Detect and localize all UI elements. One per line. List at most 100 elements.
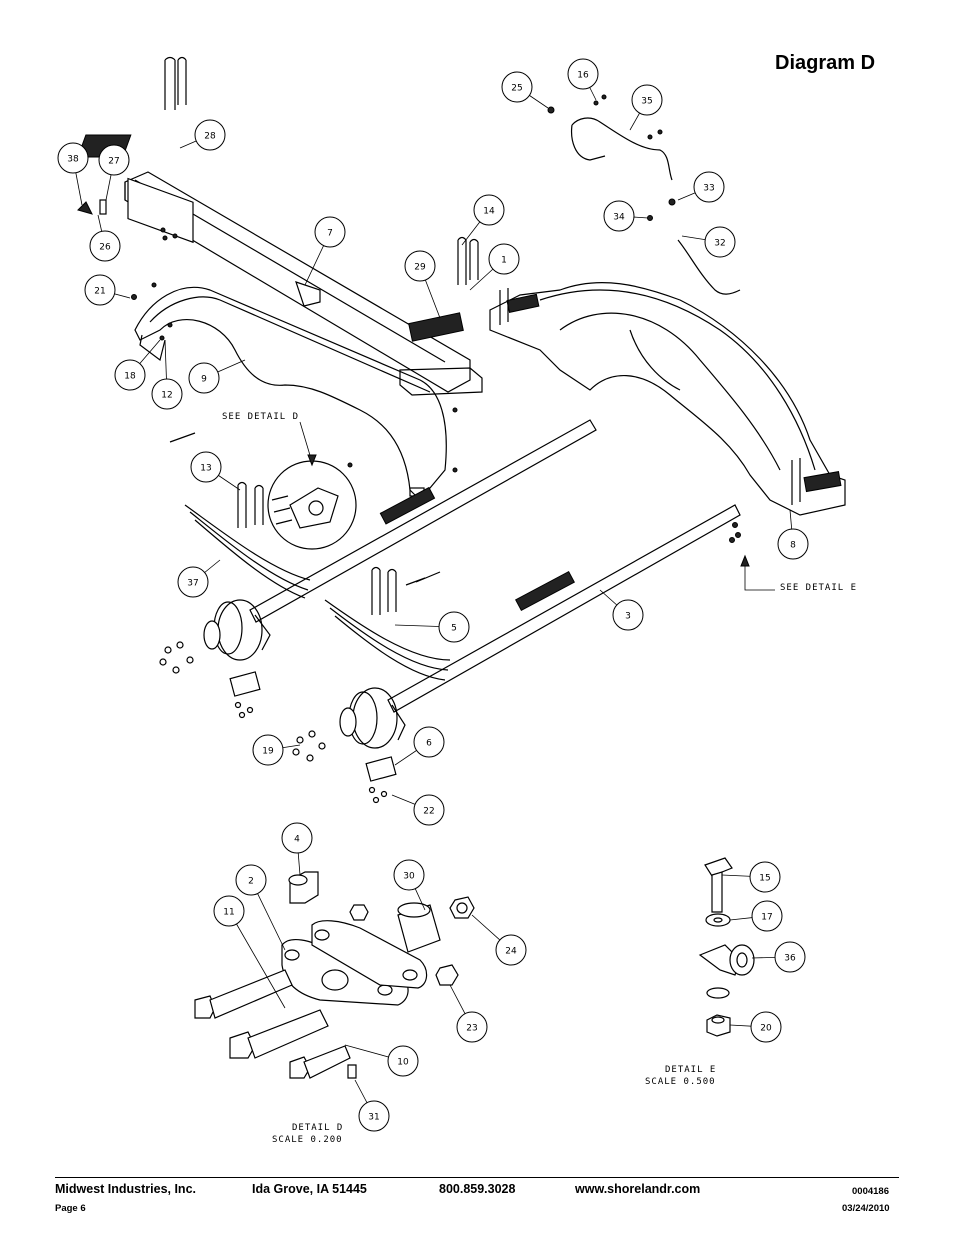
- balloon-label-part-11: 11: [223, 908, 234, 918]
- balloon-label-part-1: 1: [501, 256, 507, 266]
- balloon-part-15: [749, 861, 781, 893]
- balloon-label-part-26: 26: [99, 243, 111, 253]
- footer-company: Midwest Industries, Inc.: [55, 1182, 196, 1196]
- balloon-part-17: [751, 900, 783, 932]
- balloon-part-8: [777, 528, 809, 560]
- balloon-part-37: [177, 566, 209, 598]
- leader-line-part-11: [228, 910, 286, 1009]
- balloon-label-part-29: 29: [414, 263, 426, 273]
- balloon-part-25: [501, 71, 533, 103]
- balloon-part-33: [693, 171, 725, 203]
- balloon-label-part-21: 21: [94, 287, 105, 297]
- leaf-spring-part-37: [184, 504, 311, 599]
- balloon-part-31: [358, 1100, 390, 1132]
- detail-d-inset: [267, 460, 357, 550]
- balloon-label-part-2: 2: [248, 877, 254, 887]
- balloon-label-part-36: 36: [784, 954, 796, 964]
- balloon-label-part-8: 8: [790, 541, 796, 551]
- fender-right-part-8: [489, 281, 846, 516]
- footer-date: 03/24/2010: [842, 1203, 890, 1214]
- balloon-part-4: [281, 822, 313, 854]
- balloon-label-part-12: 12: [161, 391, 172, 401]
- balloon-part-1: [488, 243, 520, 275]
- balloon-part-24: [495, 934, 527, 966]
- balloon-label-part-14: 14: [483, 207, 495, 217]
- balloon-part-20: [750, 1011, 782, 1043]
- balloon-part-2: [235, 864, 267, 896]
- balloon-label-part-18: 18: [124, 372, 136, 382]
- balloon-label-part-23: 23: [466, 1024, 477, 1034]
- balloon-part-36: [774, 941, 806, 973]
- balloon-part-27: [98, 144, 130, 176]
- balloon-label-part-25: 25: [511, 84, 522, 94]
- balloon-label-part-19: 19: [262, 747, 274, 757]
- detail-d-scale: SCALE 0.200: [272, 1135, 343, 1145]
- balloon-part-9: [188, 362, 220, 394]
- balloon-part-3: [612, 599, 644, 631]
- detail-e-scale: SCALE 0.500: [645, 1077, 716, 1087]
- balloon-part-32: [704, 226, 736, 258]
- balloon-part-5: [438, 611, 470, 643]
- balloon-label-part-15: 15: [759, 874, 770, 884]
- balloon-label-part-20: 20: [760, 1024, 772, 1034]
- see-detail-e-note: SEE DETAIL E: [780, 583, 857, 593]
- axle-rear-part-3: [339, 504, 741, 749]
- balloon-part-19: [252, 734, 284, 766]
- footer-doc-number: 0004186: [852, 1186, 889, 1197]
- balloon-label-part-13: 13: [200, 464, 211, 474]
- balloon-part-30: [393, 859, 425, 891]
- leaf-spring-rear: [324, 599, 451, 681]
- footer-phone: 800.859.3028: [439, 1182, 516, 1196]
- balloon-label-part-10: 10: [397, 1058, 409, 1068]
- diagram-title: Diagram D: [775, 52, 876, 74]
- balloon-label-part-38: 38: [67, 155, 79, 165]
- hardware-fasteners: [77, 94, 741, 543]
- balloon-part-7: [314, 216, 346, 248]
- balloon-part-13: [190, 451, 222, 483]
- tread-pads: [77, 134, 464, 342]
- balloon-part-11: [213, 895, 245, 927]
- balloon-part-29: [404, 250, 436, 282]
- balloon-label-part-22: 22: [423, 807, 434, 817]
- balloon-part-6: [413, 726, 445, 758]
- detail-e-title: DETAIL E: [665, 1065, 716, 1075]
- balloon-part-14: [473, 194, 505, 226]
- balloon-label-part-7: 7: [327, 229, 333, 239]
- wiring-harness: [570, 117, 741, 295]
- see-detail-d-note: SEE DETAIL D: [222, 412, 299, 422]
- balloon-part-18: [114, 359, 146, 391]
- balloon-label-part-31: 31: [368, 1113, 379, 1123]
- balloon-label-part-4: 4: [294, 835, 300, 845]
- balloon-label-part-32: 32: [714, 239, 725, 249]
- balloon-part-16: [567, 58, 599, 90]
- balloon-label-part-37: 37: [187, 579, 198, 589]
- balloon-part-10: [387, 1045, 419, 1077]
- footer-website: www.shorelandr.com: [575, 1182, 701, 1196]
- footer-divider: [55, 1177, 899, 1178]
- balloon-part-28: [194, 119, 226, 151]
- footer-page: Page 6: [55, 1203, 86, 1214]
- studs-and-bolts: [159, 432, 441, 804]
- axle-front: [203, 419, 597, 661]
- crossmember-part-7: [124, 171, 483, 396]
- balloon-part-23: [456, 1011, 488, 1043]
- balloon-part-21: [84, 274, 116, 306]
- balloon-label-part-34: 34: [613, 213, 625, 223]
- balloon-label-part-5: 5: [451, 624, 457, 634]
- balloon-label-part-17: 17: [761, 913, 772, 923]
- balloon-label-part-33: 33: [703, 184, 714, 194]
- balloon-part-35: [631, 84, 663, 116]
- balloon-label-part-30: 30: [403, 872, 415, 882]
- balloon-part-34: [603, 200, 635, 232]
- balloon-label-part-16: 16: [577, 71, 589, 81]
- balloon-label-part-3: 3: [625, 612, 631, 622]
- callout-balloons: 1234567891011121314151617181920212223242…: [57, 58, 809, 1132]
- balloon-part-38: [57, 142, 89, 174]
- balloon-part-12: [151, 378, 183, 410]
- balloon-label-part-6: 6: [426, 739, 432, 749]
- u-bolts: [164, 56, 479, 615]
- balloon-label-part-9: 9: [201, 375, 207, 385]
- footer-location: Ida Grove, IA 51445: [252, 1182, 367, 1196]
- balloon-part-22: [413, 794, 445, 826]
- balloon-label-part-28: 28: [204, 132, 216, 142]
